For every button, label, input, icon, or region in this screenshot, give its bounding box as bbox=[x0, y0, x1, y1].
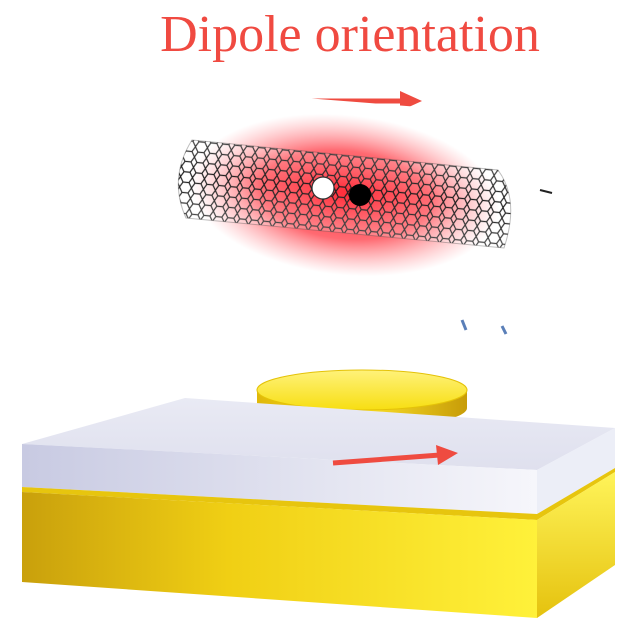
substrate-arrow-icon bbox=[332, 445, 458, 466]
dielectric-layer bbox=[22, 398, 615, 514]
figure-title: Dipole orientation bbox=[160, 6, 540, 63]
nanotube-outline bbox=[177, 139, 512, 249]
gold-substrate bbox=[22, 468, 615, 618]
exciton-electron-icon bbox=[349, 184, 371, 206]
exciton-hole-icon bbox=[311, 176, 335, 200]
